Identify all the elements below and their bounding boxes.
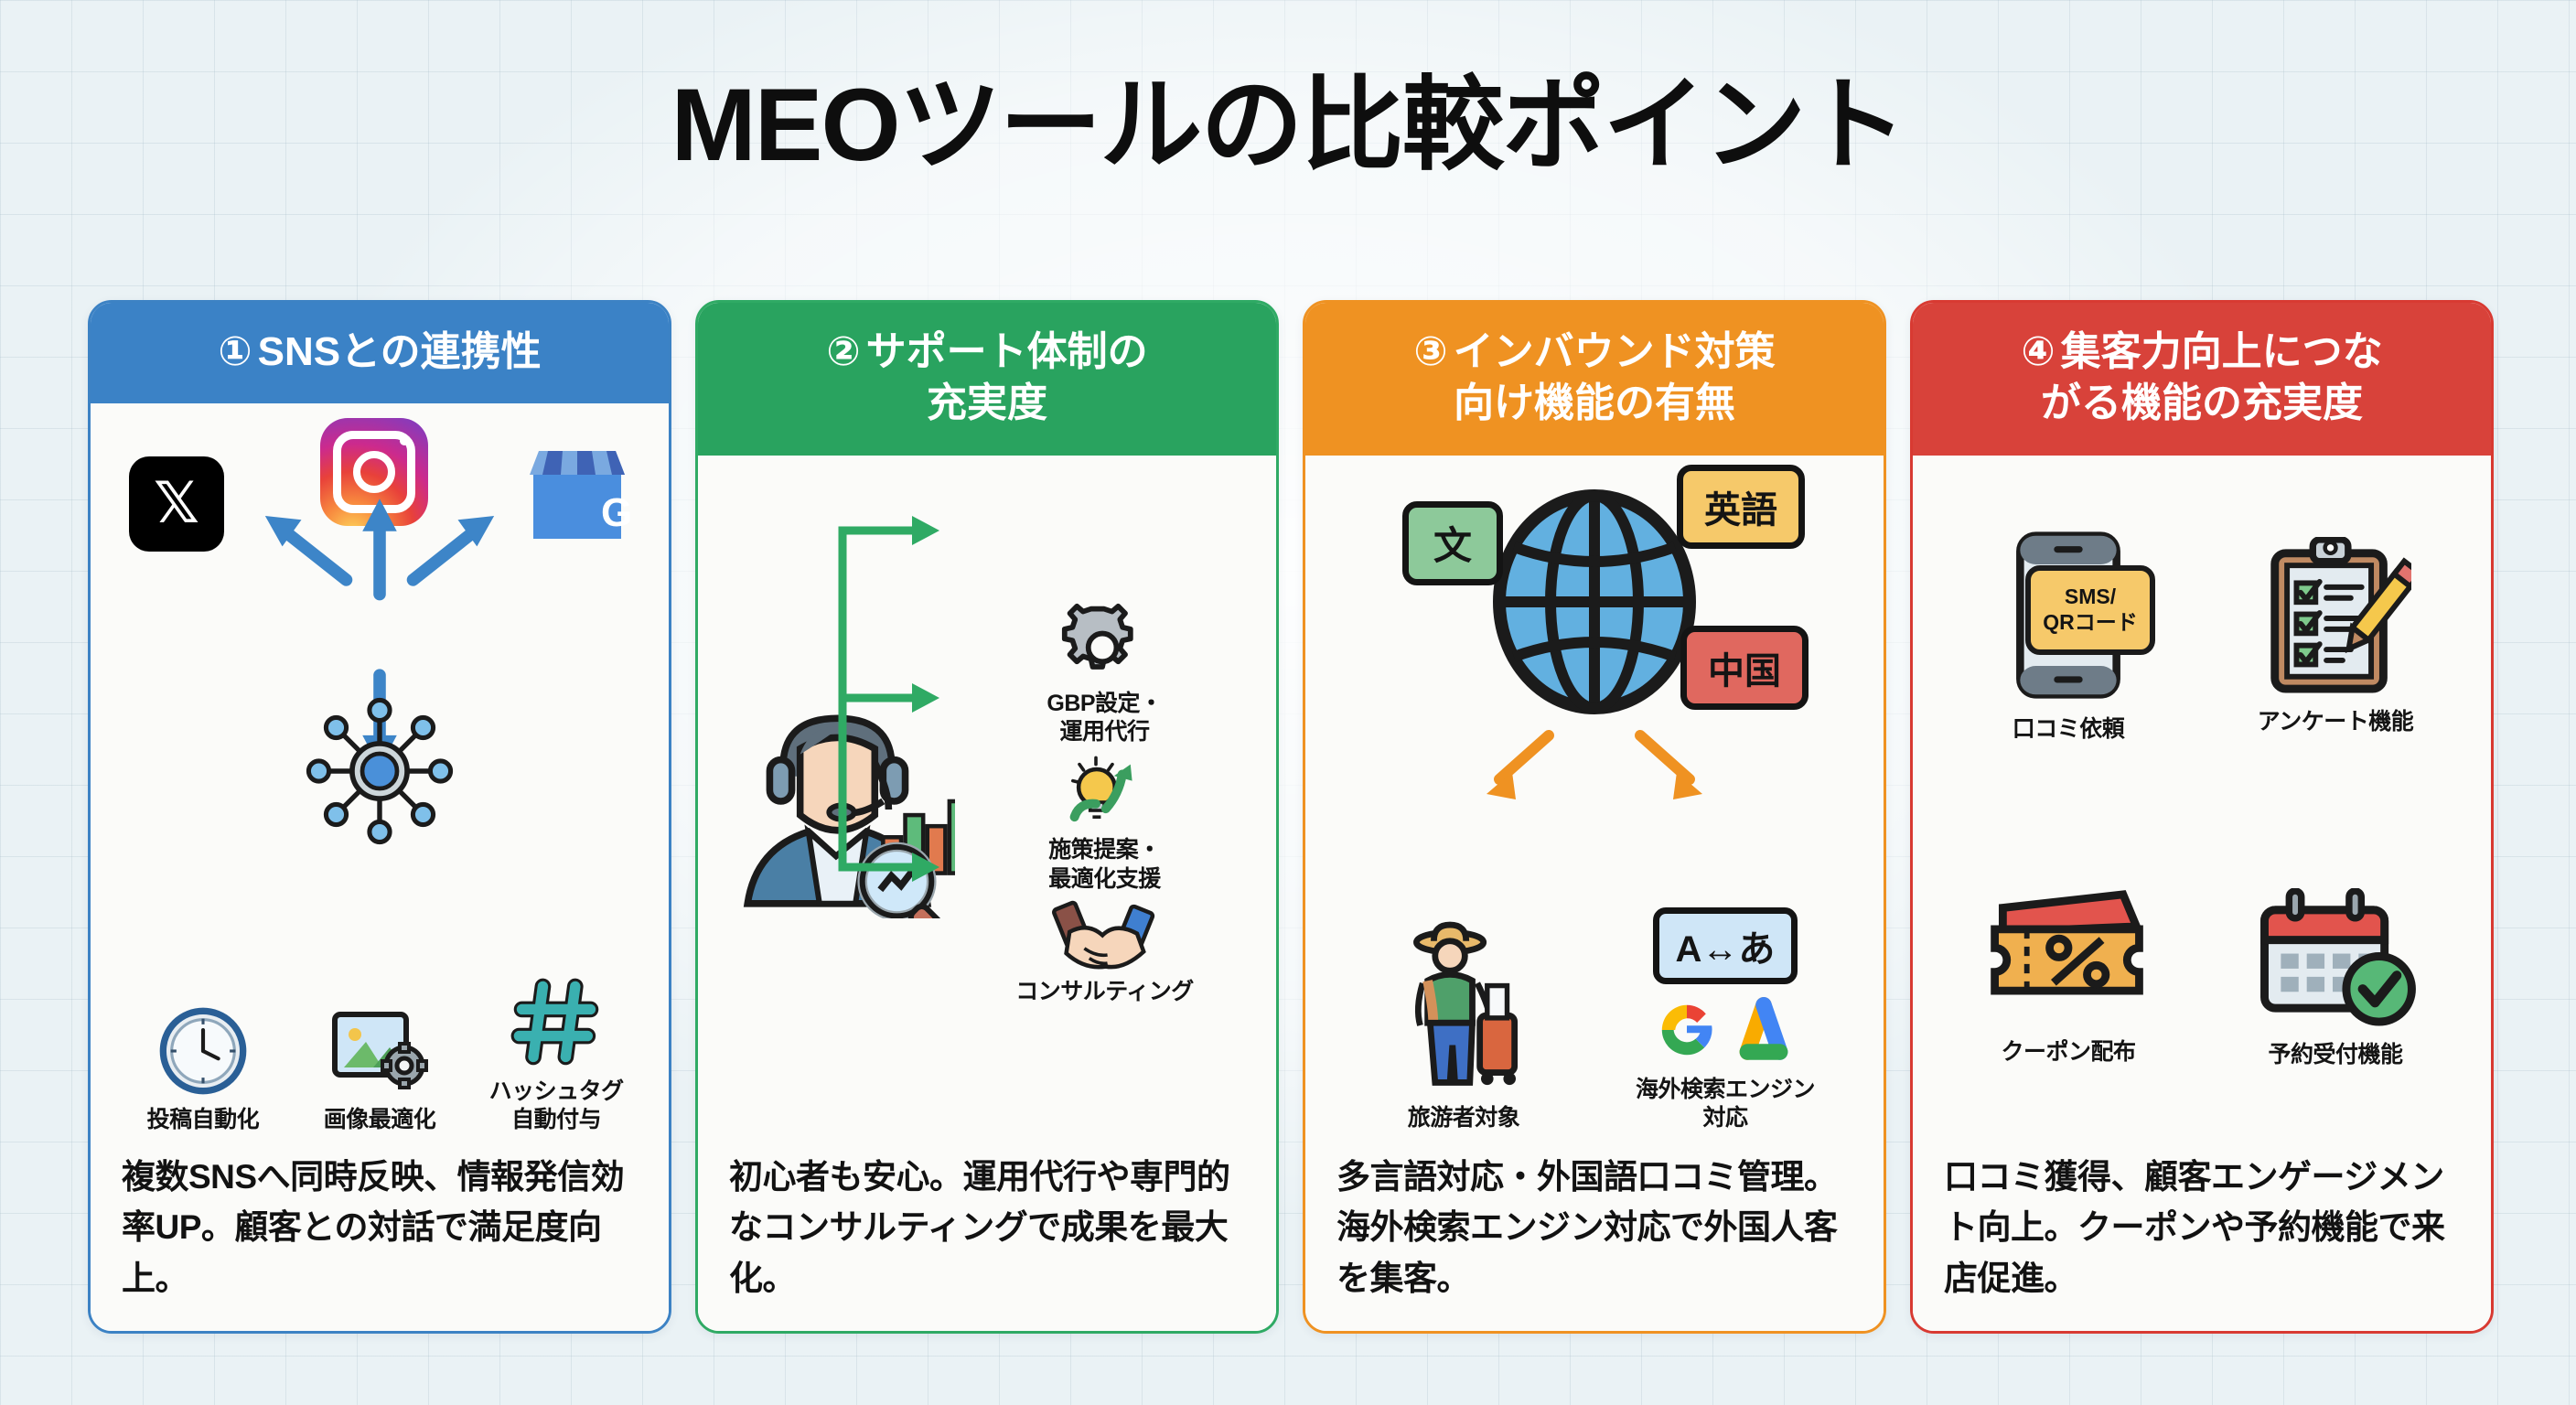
clock-icon [159,1007,247,1095]
feature-review-request[interactable]: SMS/ QRコード 口コミ依頼 [1935,467,2202,808]
feature-label: アンケート機能 [2257,709,2414,735]
feature-traveler-target[interactable]: 旅游者対象 [1343,921,1583,1132]
card-4-title-line1: 集客力向上につな [2060,329,2383,374]
card-1-body: 𝕏 G [91,403,669,1331]
card-2-title-line1: サポート体制の [865,329,1148,374]
card-3-illustration: 文 英語 中国 [1327,456,1862,1139]
network-hub-icon [306,697,454,845]
feature-label: 施策提案・ 最適化支援 [1048,837,1161,892]
card-4-feature-grid: SMS/ QRコード 口コミ依頼 [1935,456,2469,1150]
clipboard-checklist-icon [2270,537,2411,693]
bubble-english: 英語 [1677,464,1805,549]
translate-badge: A↔あ [1675,929,1776,970]
coupon-percent-icon [1991,890,2143,995]
card-4-number: ④ [2021,329,2055,374]
sms-qr-badge: SMS/ QRコード [2025,564,2155,655]
card-1-social-logos: 𝕏 G [113,403,647,552]
handshake-icon [1052,900,1155,970]
feature-label: 旅游者対象 [1407,1105,1520,1132]
google-business-profile-logo-icon: G [524,447,632,542]
card-3-feature-row: 旅游者対象 A↔あ [1327,907,1862,1133]
card-3-description: 多言語対応・外国語口コミ管理。海外検索エンジン対応で外国人客を集客。 [1336,1157,1838,1297]
card-1-title: SNSとの連携性 [257,329,542,374]
svg-text:G: G [601,490,630,535]
feature-gbp-setup[interactable]: GBP設定・ 運用代行 [955,602,1254,747]
card-3-arrows [1487,729,1702,799]
feature-label: 口コミ依頼 [2012,715,2125,742]
card-4-body: SMS/ QRコード 口コミ依頼 [1913,455,2491,1331]
lightbulb-arrow-icon [1070,756,1133,822]
globe-group: 文 英語 中国 [1327,456,1862,726]
feature-label: クーポン配布 [2001,1039,2136,1066]
card-2-title-line2: 充実度 [927,381,1047,426]
gear-icon [1062,603,1134,670]
calendar-check-icon [2260,887,2416,1026]
card-2-connector-arrows [838,515,939,882]
card-4-description: 口コミ獲得、顧客エンゲージメント向上。クーポンや予約機能で来店促進。 [1944,1157,2445,1297]
image-gear-icon [332,1012,428,1090]
traveler-icon [1413,921,1519,1087]
feature-consulting[interactable]: コンサルティング [955,899,1254,1006]
card-1-description: 複数SNSへ同時反映、情報発信効率UP。顧客との対話で満足度向上。 [122,1157,625,1297]
page-title: MEOツールの比較ポイント [671,68,1906,182]
card-2-description: 初心者も安心。運用代行や専門的なコンサルティングで成果を最大化。 [729,1157,1230,1297]
feature-label: GBP設定・ 運用代行 [1046,690,1163,745]
feature-overseas-search-engine[interactable]: A↔あ [1605,907,1845,1133]
support-agent-group [720,690,955,919]
feature-strategy-proposal[interactable]: 施策提案・ 最適化支援 [955,752,1254,894]
feature-hashtag-auto[interactable]: ハッシュタグ 自動付与 [473,975,639,1135]
x-logo-icon: 𝕏 [129,456,224,552]
feature-label: 海外検索エンジン 対応 [1635,1077,1816,1132]
google-analytics-logo-icon [1739,997,1788,1060]
card-2-number: ② [826,329,861,374]
feature-label: 投稿自動化 [146,1107,260,1133]
search-engine-logos [1650,993,1800,1067]
translate-icon: A↔あ [1652,907,1798,984]
feature-post-automation[interactable]: 投稿自動化 [120,1003,286,1134]
feature-label: コンサルティング [1015,978,1194,1004]
bubble-chinese: 中国 [1680,625,1809,710]
card-4-illustration: SMS/ QRコード 口コミ依頼 [1935,456,2469,1139]
google-logo-icon [1661,1004,1712,1056]
feature-image-optimization[interactable]: 画像最適化 [296,1003,463,1134]
support-agent-icon [743,714,955,919]
globe-icon [1493,488,1696,714]
bubble-bun: 文 [1402,500,1503,585]
feature-coupon[interactable]: クーポン配布 [1935,808,2202,1149]
card-3-body: 文 英語 中国 [1305,455,1884,1331]
card-4-title-line2: がる機能の充実度 [2041,381,2363,426]
card-2-illustration: GBP設定・ 運用代行 [720,456,1254,1139]
feature-label: 予約受付機能 [2268,1041,2403,1067]
card-1-number: ① [218,329,252,374]
instagram-logo-icon [320,418,428,527]
card-2-body: GBP設定・ 運用代行 [698,455,1276,1331]
card-3-title-line2: 向け機能の有無 [1454,381,1735,426]
feature-survey[interactable]: アンケート機能 [2202,467,2469,808]
card-3-number: ③ [1413,329,1448,374]
hashtag-icon [510,978,599,1066]
card-2-feature-list: GBP設定・ 運用代行 [955,602,1254,1006]
feature-label: ハッシュタグ 自動付与 [488,1078,625,1133]
card-3-title-line1: インバウンド対策 [1453,329,1776,374]
card-1-feature-row: 投稿自動化 [113,975,647,1135]
feature-reservation[interactable]: 予約受付機能 [2202,808,2469,1149]
card-1-illustration: 𝕏 G [113,403,647,1138]
feature-label: 画像最適化 [323,1107,436,1133]
